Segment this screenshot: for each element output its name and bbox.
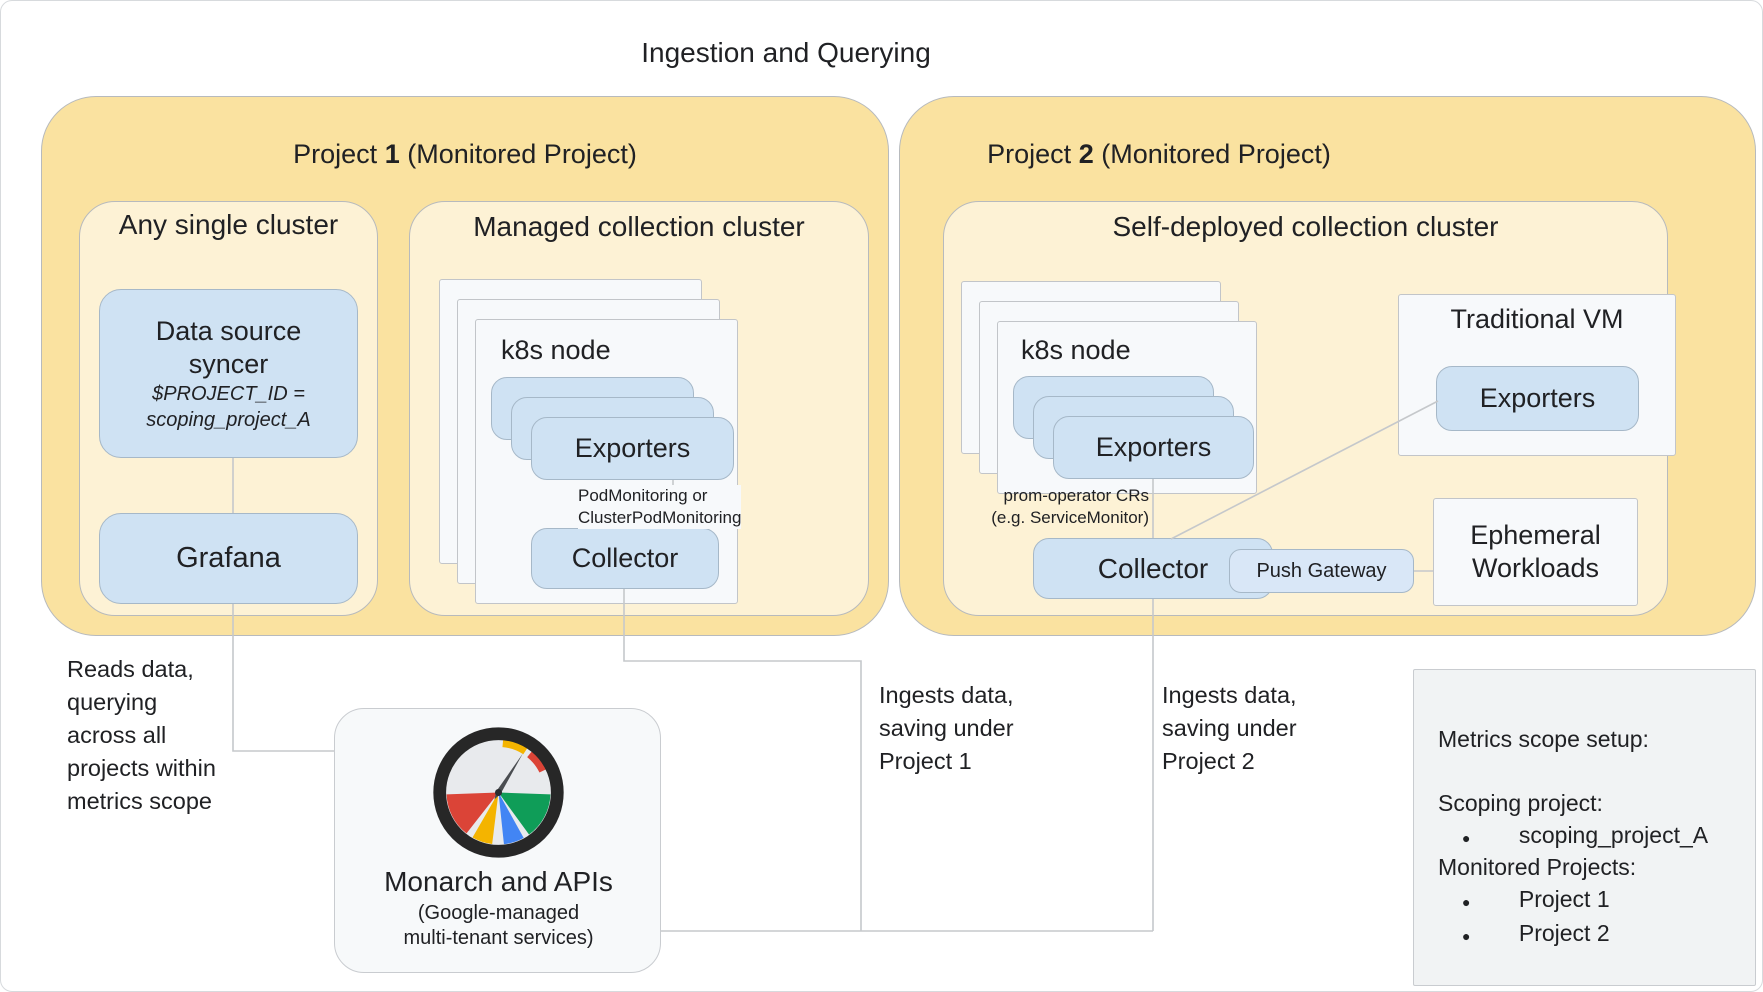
ingest-p2-line: Project 2 bbox=[1162, 748, 1255, 774]
self-deployed-cluster-label: Self-deployed collection cluster bbox=[1112, 211, 1499, 242]
exporters-box: Exporters bbox=[531, 417, 734, 480]
monarch-subtitle: (Google-managed multi-tenant services) bbox=[335, 901, 662, 951]
collector-box-project1: Collector bbox=[531, 528, 719, 589]
project2-header-prefix: Project bbox=[987, 138, 1072, 169]
collector-box-project2: Collector bbox=[1033, 538, 1273, 599]
data-source-syncer-box: Data source syncer $PROJECT_ID = scoping… bbox=[99, 289, 358, 458]
ephemeral-workloads-box: Ephemeral Workloads bbox=[1433, 498, 1638, 606]
monitored-project-item: ● Project 1 bbox=[1462, 886, 1610, 913]
data-source-syncer-sub2: scoping_project_A bbox=[146, 408, 311, 431]
ingest-note-project2: Ingests data, saving under Project 2 bbox=[1162, 679, 1297, 778]
podmonitoring-note: PodMonitoring or ClusterPodMonitoring bbox=[578, 485, 742, 529]
reads-data-note: Reads data, querying across all projects… bbox=[67, 653, 216, 818]
ingest-p1-line: saving under bbox=[879, 715, 1014, 741]
reads-data-line: Reads data, bbox=[67, 656, 194, 682]
reads-data-line: projects within bbox=[67, 755, 216, 781]
ingest-p1-line: Ingests data, bbox=[879, 682, 1014, 708]
monitored-project-value: Project 1 bbox=[1518, 886, 1610, 912]
monitoring-gauge-icon bbox=[433, 727, 564, 858]
k8s-node2-label: k8s node bbox=[1021, 335, 1131, 365]
traditional-vm-label: Traditional VM bbox=[1450, 303, 1624, 334]
bullet-icon: ● bbox=[1462, 830, 1471, 846]
diagram-title: Ingestion and Querying bbox=[641, 37, 931, 68]
data-source-syncer-line2: syncer bbox=[188, 348, 269, 379]
monarch-subtitle-line2: multi-tenant services) bbox=[403, 927, 594, 949]
scoping-project-value: scoping_project_A bbox=[1518, 822, 1709, 848]
monitored-project-item: ● Project 2 bbox=[1462, 920, 1610, 947]
prom-operator-note-line1: prom-operator CRs bbox=[1003, 486, 1150, 505]
scoping-project-item: ● scoping_project_A bbox=[1462, 822, 1708, 849]
project1-header-number: 1 bbox=[384, 138, 400, 169]
exporters2-box: Exporters bbox=[1053, 416, 1254, 479]
project1-header-suffix: (Monitored Project) bbox=[407, 138, 637, 169]
ingest-note-project1: Ingests data, saving under Project 1 bbox=[879, 679, 1014, 778]
project1-header: Project 1 (Monitored Project) bbox=[41, 137, 889, 171]
bullet-icon: ● bbox=[1462, 894, 1471, 910]
project2-header: Project 2 (Monitored Project) bbox=[899, 137, 1419, 171]
podmonitoring-note-line1: PodMonitoring or bbox=[578, 486, 708, 505]
vm-exporters-box: Exporters bbox=[1436, 366, 1639, 431]
monarch-box: Monarch and APIs (Google-managed multi-t… bbox=[334, 708, 661, 973]
reads-data-line: querying bbox=[67, 689, 158, 715]
ephemeral-workloads-line1: Ephemeral bbox=[1470, 520, 1601, 550]
project1-header-prefix: Project bbox=[293, 138, 378, 169]
podmonitoring-note-line2: ClusterPodMonitoring bbox=[578, 508, 742, 527]
ephemeral-workloads-line2: Workloads bbox=[1471, 553, 1600, 583]
push-gateway-box: Push Gateway bbox=[1229, 549, 1414, 593]
scoping-project-label: Scoping project: bbox=[1438, 790, 1603, 816]
reads-data-line: across all bbox=[67, 722, 167, 748]
k8s-node-label: k8s node bbox=[501, 335, 611, 365]
monarch-subtitle-line1: (Google-managed bbox=[417, 902, 580, 924]
reads-data-line: metrics scope bbox=[67, 788, 212, 814]
prom-operator-note-line2: (e.g. ServiceMonitor) bbox=[991, 508, 1149, 527]
metrics-scope-box: Metrics scope setup: Scoping project: ● … bbox=[1413, 669, 1756, 986]
monitored-project-value: Project 2 bbox=[1518, 920, 1610, 946]
data-source-syncer-sub1: $PROJECT_ID = bbox=[152, 382, 305, 405]
bullet-icon: ● bbox=[1462, 928, 1471, 944]
data-source-syncer-line1: Data source bbox=[155, 315, 302, 346]
monarch-title: Monarch and APIs bbox=[384, 866, 613, 897]
project2-header-number: 2 bbox=[1078, 138, 1094, 169]
ingest-p1-line: Project 1 bbox=[879, 748, 972, 774]
monitored-projects-label: Monitored Projects: bbox=[1438, 854, 1637, 880]
grafana-box: Grafana bbox=[99, 513, 358, 604]
ingest-p2-line: saving under bbox=[1162, 715, 1297, 741]
prom-operator-note: prom-operator CRs (e.g. ServiceMonitor) bbox=[963, 485, 1149, 529]
project2-header-suffix: (Monitored Project) bbox=[1101, 138, 1331, 169]
metrics-scope-title: Metrics scope setup: bbox=[1438, 726, 1649, 752]
any-single-cluster-label: Any single cluster bbox=[118, 209, 339, 240]
ingest-p2-line: Ingests data, bbox=[1162, 682, 1297, 708]
managed-cluster-label: Managed collection cluster bbox=[473, 211, 805, 242]
